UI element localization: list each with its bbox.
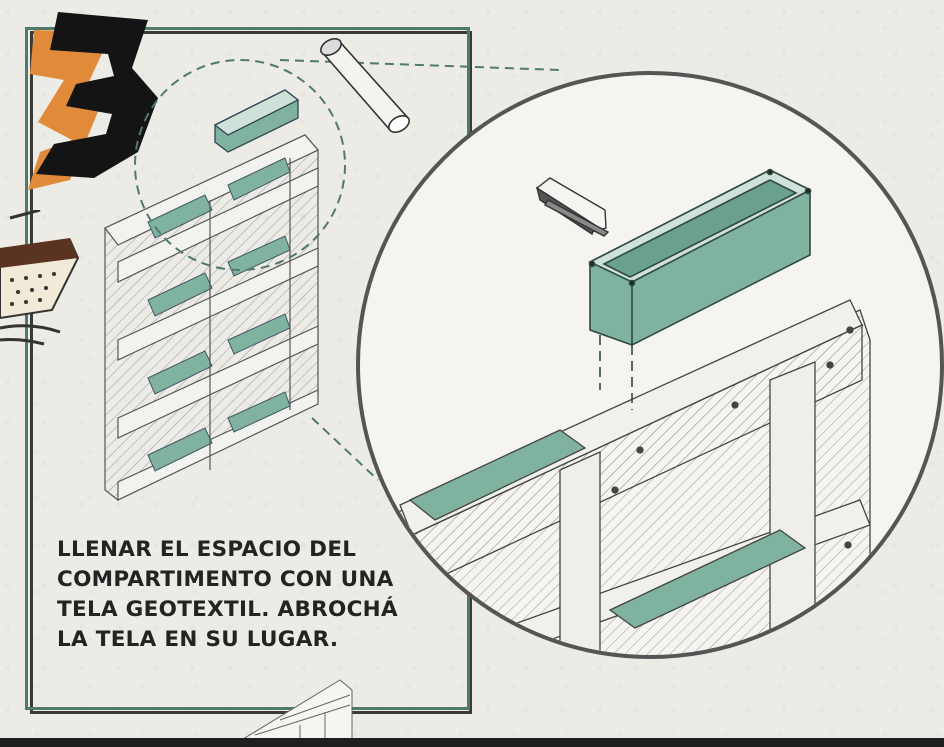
stapler-icon	[535, 177, 610, 237]
small-trough	[213, 89, 300, 153]
instruction-text: LLENAR EL ESPACIO DEL COMPARTIMENTO CON …	[57, 535, 447, 655]
geotextile-trough	[588, 168, 812, 410]
instruction-line-2: COMPARTIMENTO CON UNA	[57, 567, 394, 592]
small-pallet	[104, 134, 319, 501]
instruction-line-4: LA TELA EN SU LUGAR.	[57, 627, 339, 652]
detail-callout-small	[134, 59, 346, 271]
step-number-3: 3	[28, 12, 158, 190]
brick-wall	[229, 679, 353, 747]
decorative-planter-icon	[0, 210, 80, 346]
bottom-bar	[0, 738, 944, 747]
instruction-line-1: LLENAR EL ESPACIO DEL	[57, 537, 357, 562]
fabric-roll-icon	[320, 38, 410, 133]
instruction-line-3: TELA GEOTEXTIL. ABROCHÁ	[57, 597, 398, 622]
